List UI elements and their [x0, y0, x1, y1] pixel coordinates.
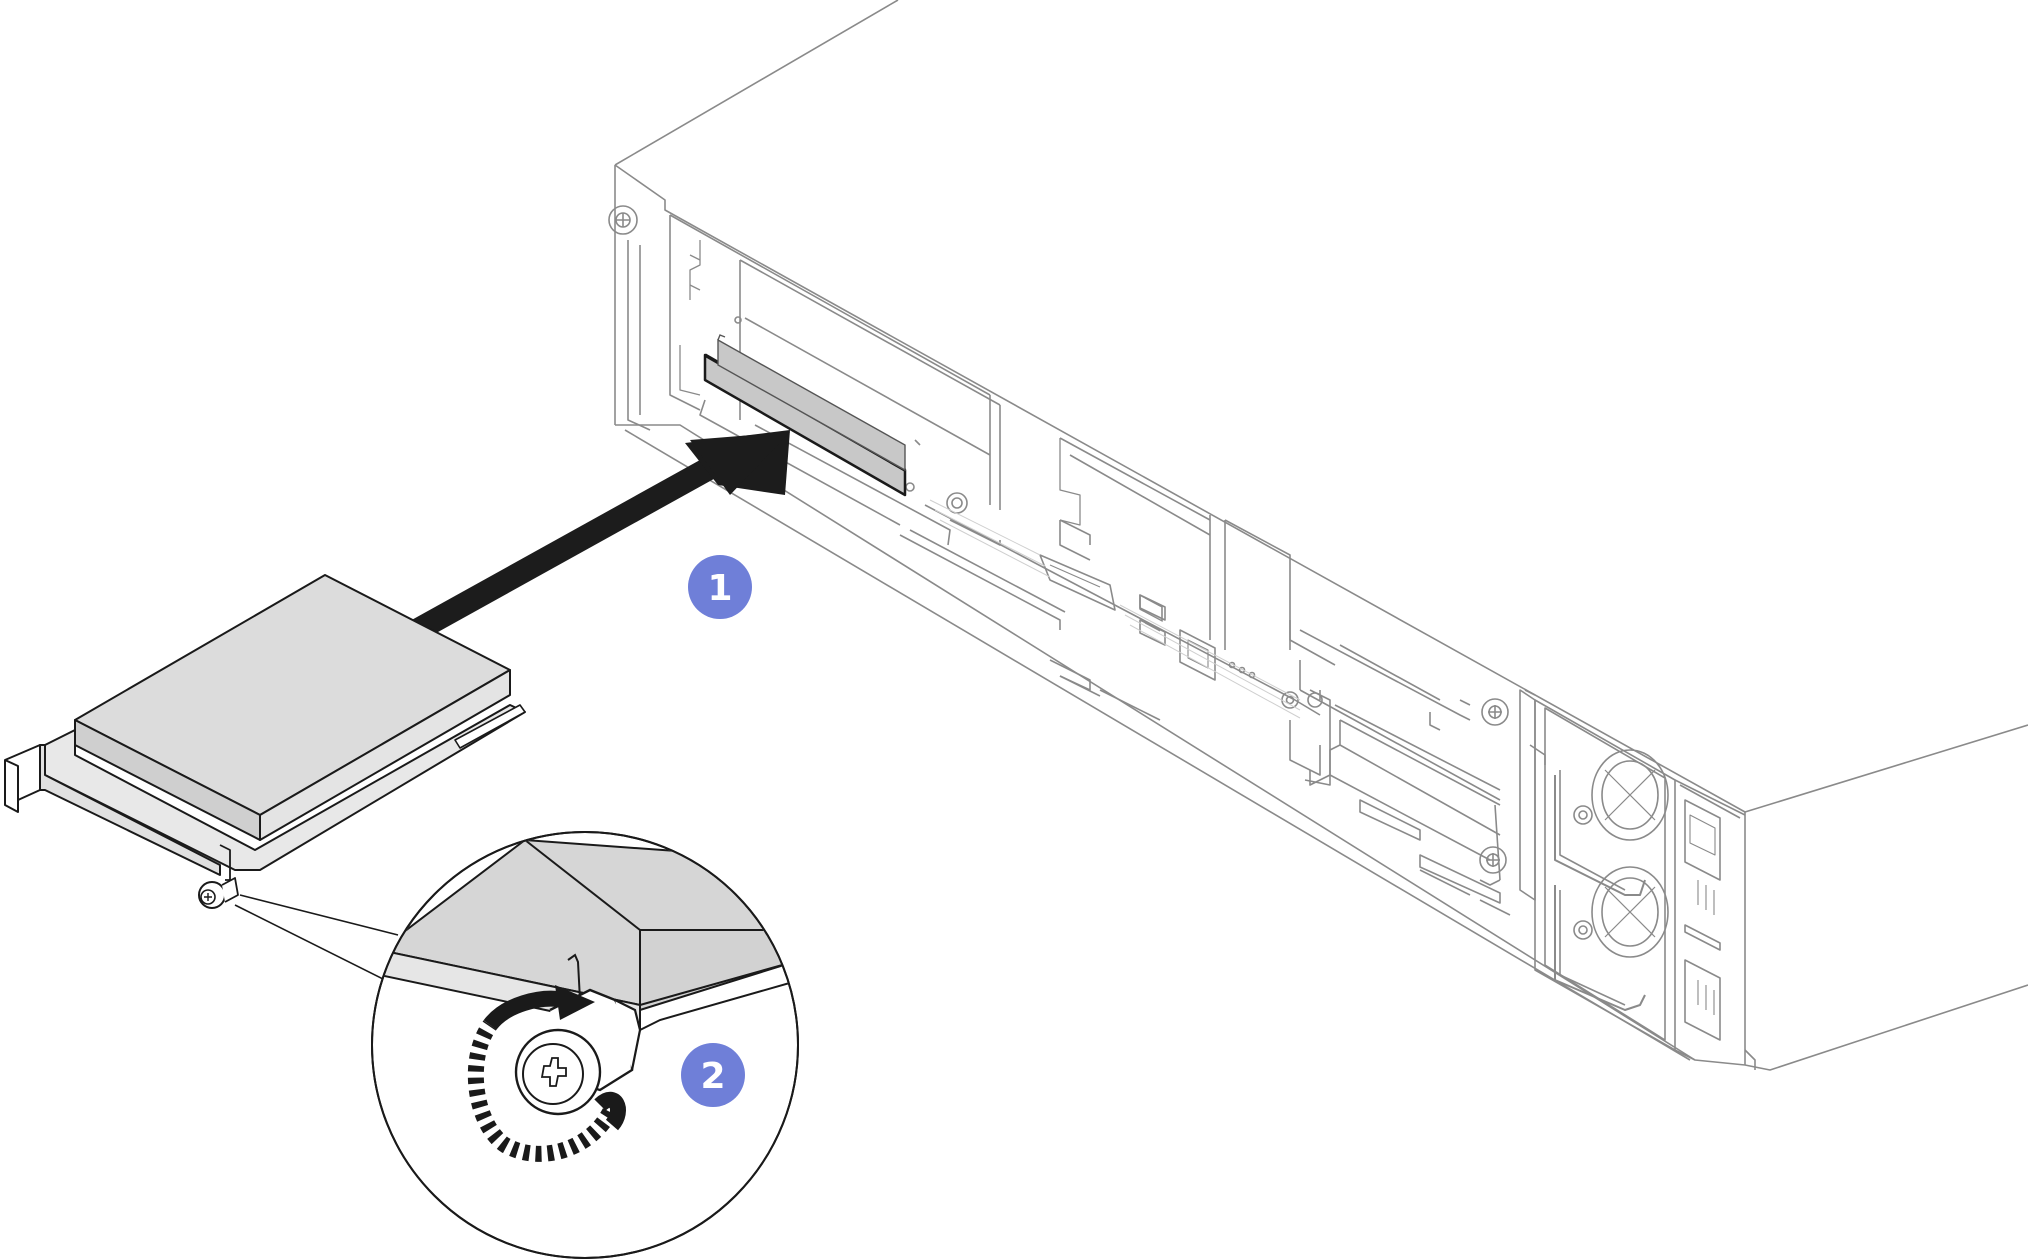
screw-icon: [514, 1028, 602, 1116]
zoom-leader-lines: [234, 894, 399, 981]
callout-2-label: 2: [700, 1056, 725, 1097]
callout-1-label: 1: [707, 568, 732, 609]
rotation-arrow-icon: [467, 985, 626, 1162]
callout-2: 2: [681, 1043, 745, 1107]
pcie-slot: [703, 334, 907, 497]
pcie-adapter: [4, 574, 526, 909]
io-strip-hatching: [929, 499, 1301, 719]
arrow-icon: [408, 430, 790, 642]
fan-icon: [1573, 866, 1669, 958]
fan-icon: [1573, 749, 1669, 841]
zoom-detail: [371, 831, 799, 1259]
thumbscrew-icon: [198, 844, 239, 909]
server-chassis: [608, 0, 2028, 1071]
callout-1: 1: [688, 555, 752, 619]
